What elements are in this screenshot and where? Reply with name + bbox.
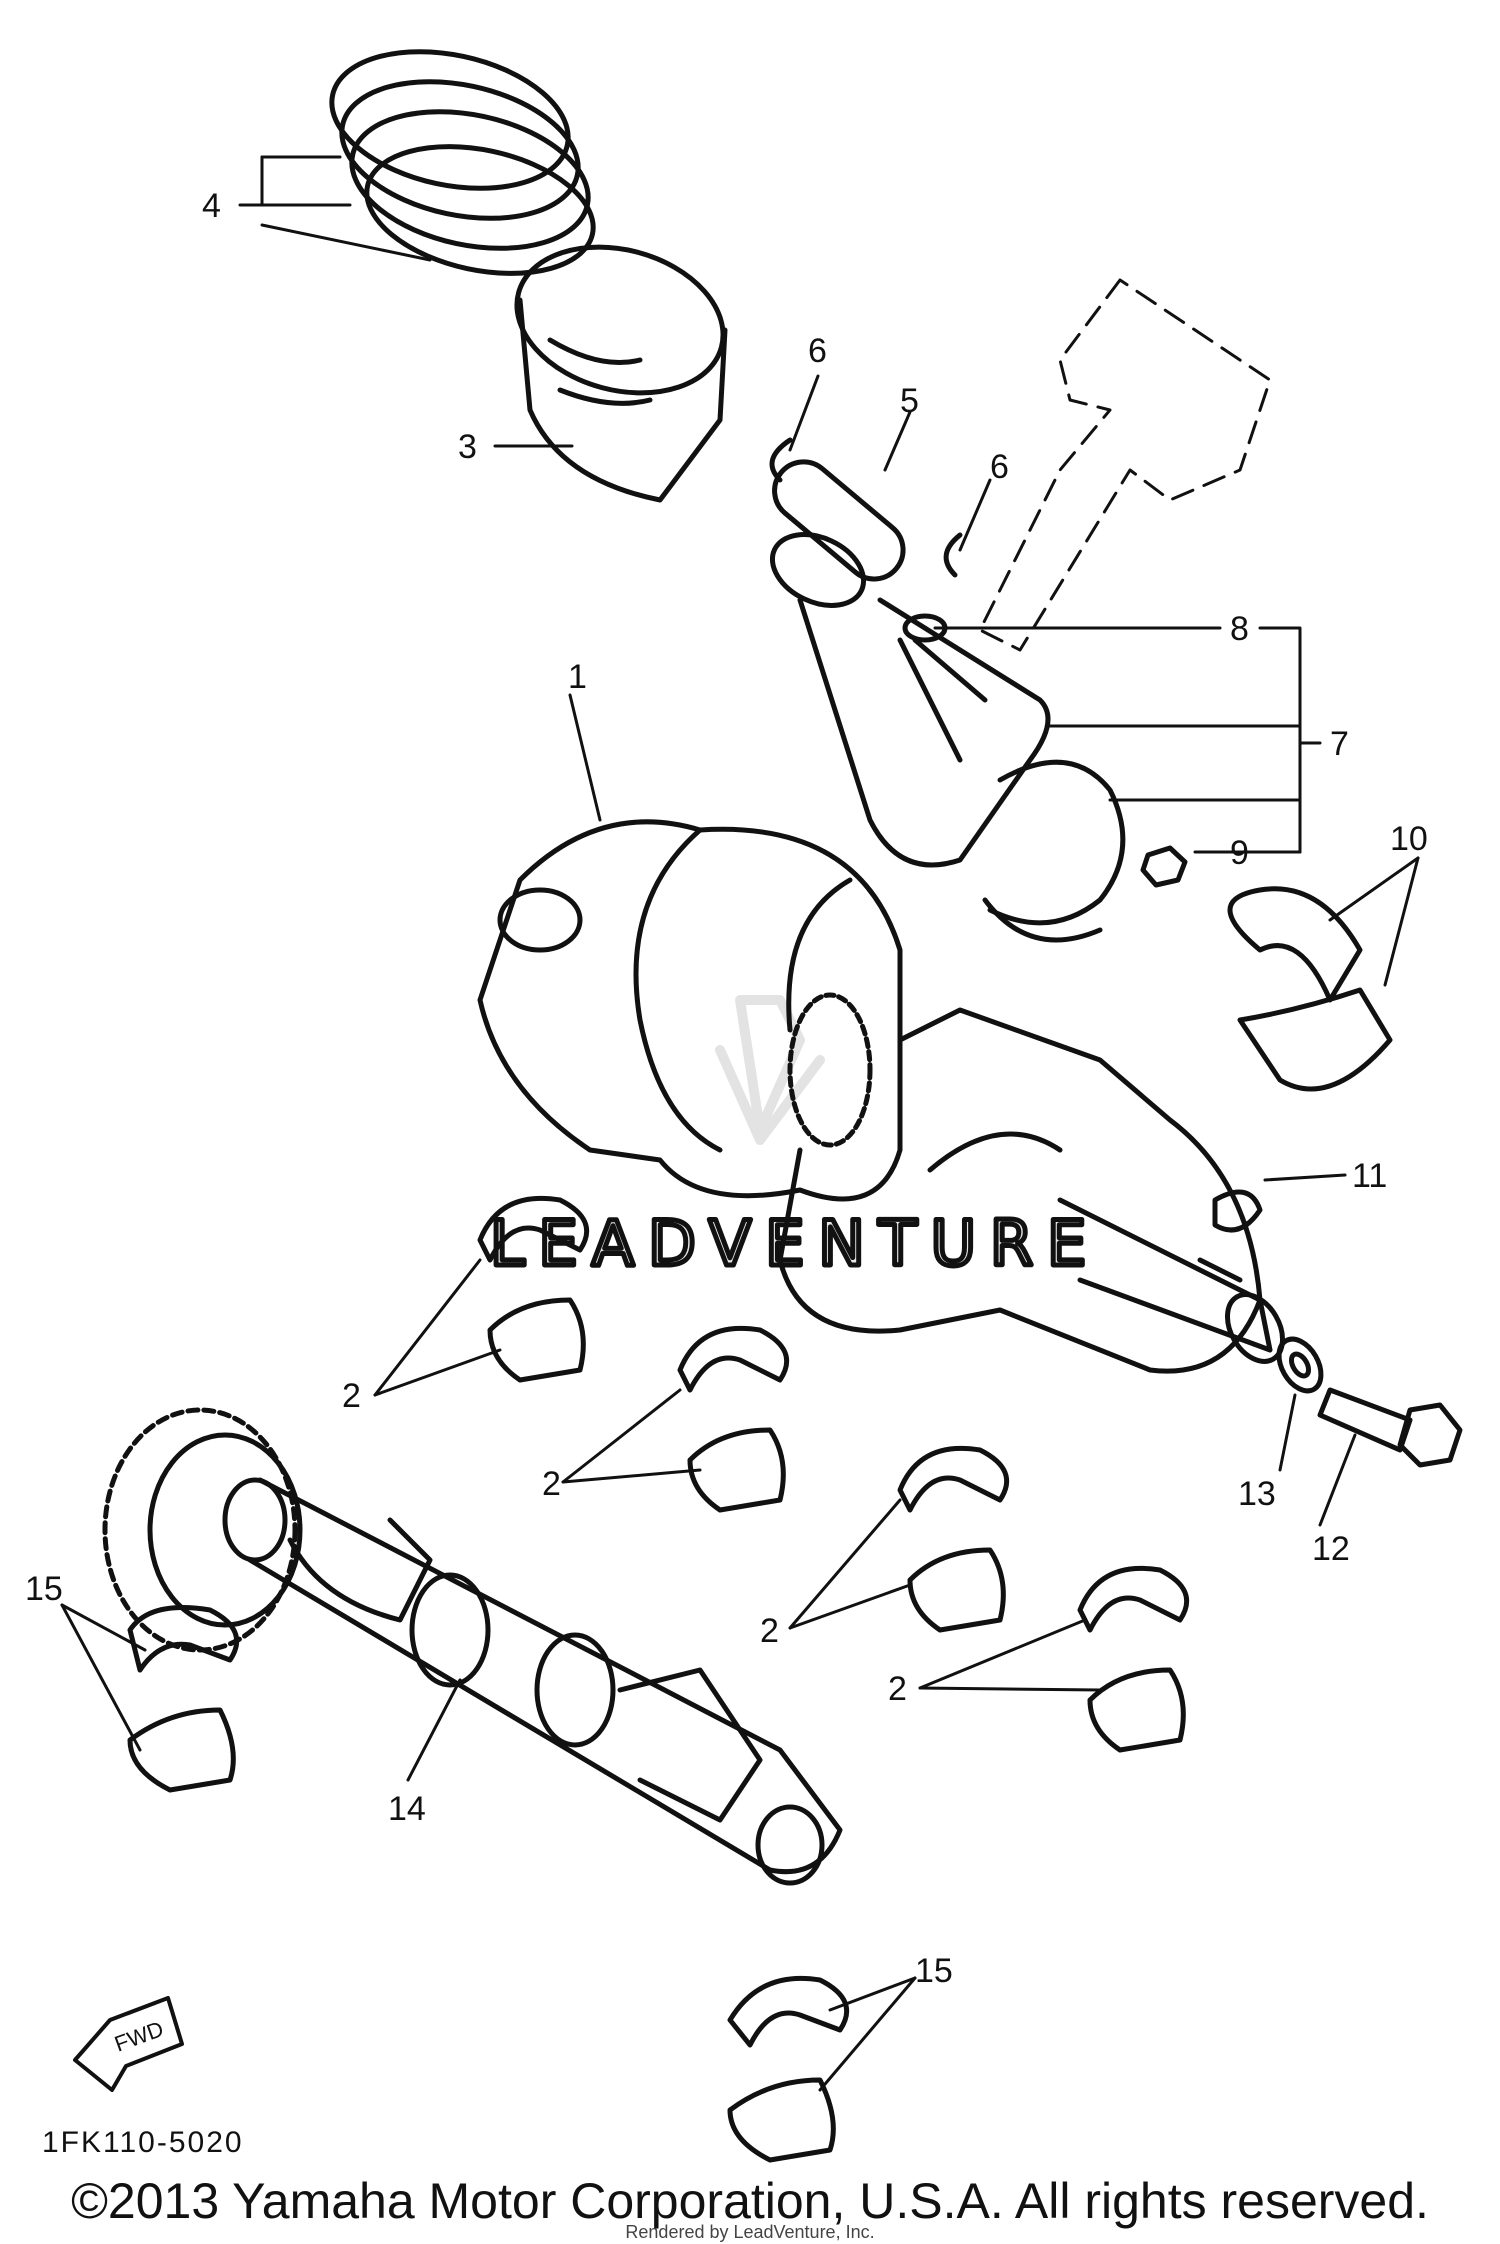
woodruff-key — [1212, 1189, 1263, 1233]
balancer-shaft — [102, 1407, 843, 1886]
copyright-notice: ©2013 Yamaha Motor Corporation, U.S.A. A… — [71, 2173, 1429, 2229]
piston-pin — [772, 459, 906, 582]
piston-rings — [329, 49, 596, 276]
dashed-outline — [978, 278, 1272, 652]
piston — [514, 244, 728, 503]
main-bearing-2 — [677, 1325, 790, 1513]
rendered-by-credit: Rendered by LeadVenture, Inc. — [625, 2222, 875, 2242]
fwd-label: FWD — [111, 2016, 167, 2057]
callout-15: 15 — [25, 1570, 63, 1608]
callout-2: 2 — [342, 1377, 361, 1415]
callout-8: 8 — [1230, 610, 1249, 648]
leader-lines — [60, 155, 1420, 2092]
callout-13: 13 — [1238, 1475, 1276, 1513]
piston-pin-clips — [769, 437, 963, 578]
callout-1: 1 — [568, 658, 587, 696]
callout-11: 11 — [1352, 1157, 1387, 1195]
drawing-code: 1FK110-5020 — [42, 2126, 244, 2159]
main-bearing-4 — [1077, 1565, 1190, 1753]
callout-14: 14 — [388, 1790, 426, 1828]
callout-5: 5 — [900, 382, 919, 420]
forward-arrow-icon: FWD — [73, 1996, 184, 2092]
callout-9: 9 — [1230, 834, 1249, 872]
big-end-bearing — [1227, 886, 1393, 1092]
crank-bolt — [1317, 1387, 1463, 1468]
balancer-bearing-upper — [127, 1605, 240, 1793]
balancer-bearing-lower — [727, 1975, 850, 2163]
callout-15: 15 — [915, 1952, 953, 1990]
callout-6: 6 — [990, 448, 1009, 486]
callout-4: 4 — [202, 187, 221, 225]
callout-12: 12 — [1312, 1530, 1350, 1568]
plate-washer — [1276, 1336, 1324, 1394]
crankshaft — [477, 819, 1285, 1374]
connecting-rod — [769, 532, 1126, 943]
rod-nut — [1140, 845, 1188, 888]
callout-2: 2 — [760, 1612, 779, 1650]
callout-2: 2 — [542, 1465, 561, 1503]
main-bearing-1 — [477, 1195, 590, 1383]
callout-2: 2 — [888, 1670, 907, 1708]
callout-6: 6 — [808, 332, 827, 370]
callout-3: 3 — [458, 428, 477, 466]
main-bearing-3 — [897, 1445, 1010, 1633]
watermark-logo — [715, 995, 825, 1145]
callout-7: 7 — [1330, 725, 1349, 763]
callout-10: 10 — [1390, 820, 1428, 858]
